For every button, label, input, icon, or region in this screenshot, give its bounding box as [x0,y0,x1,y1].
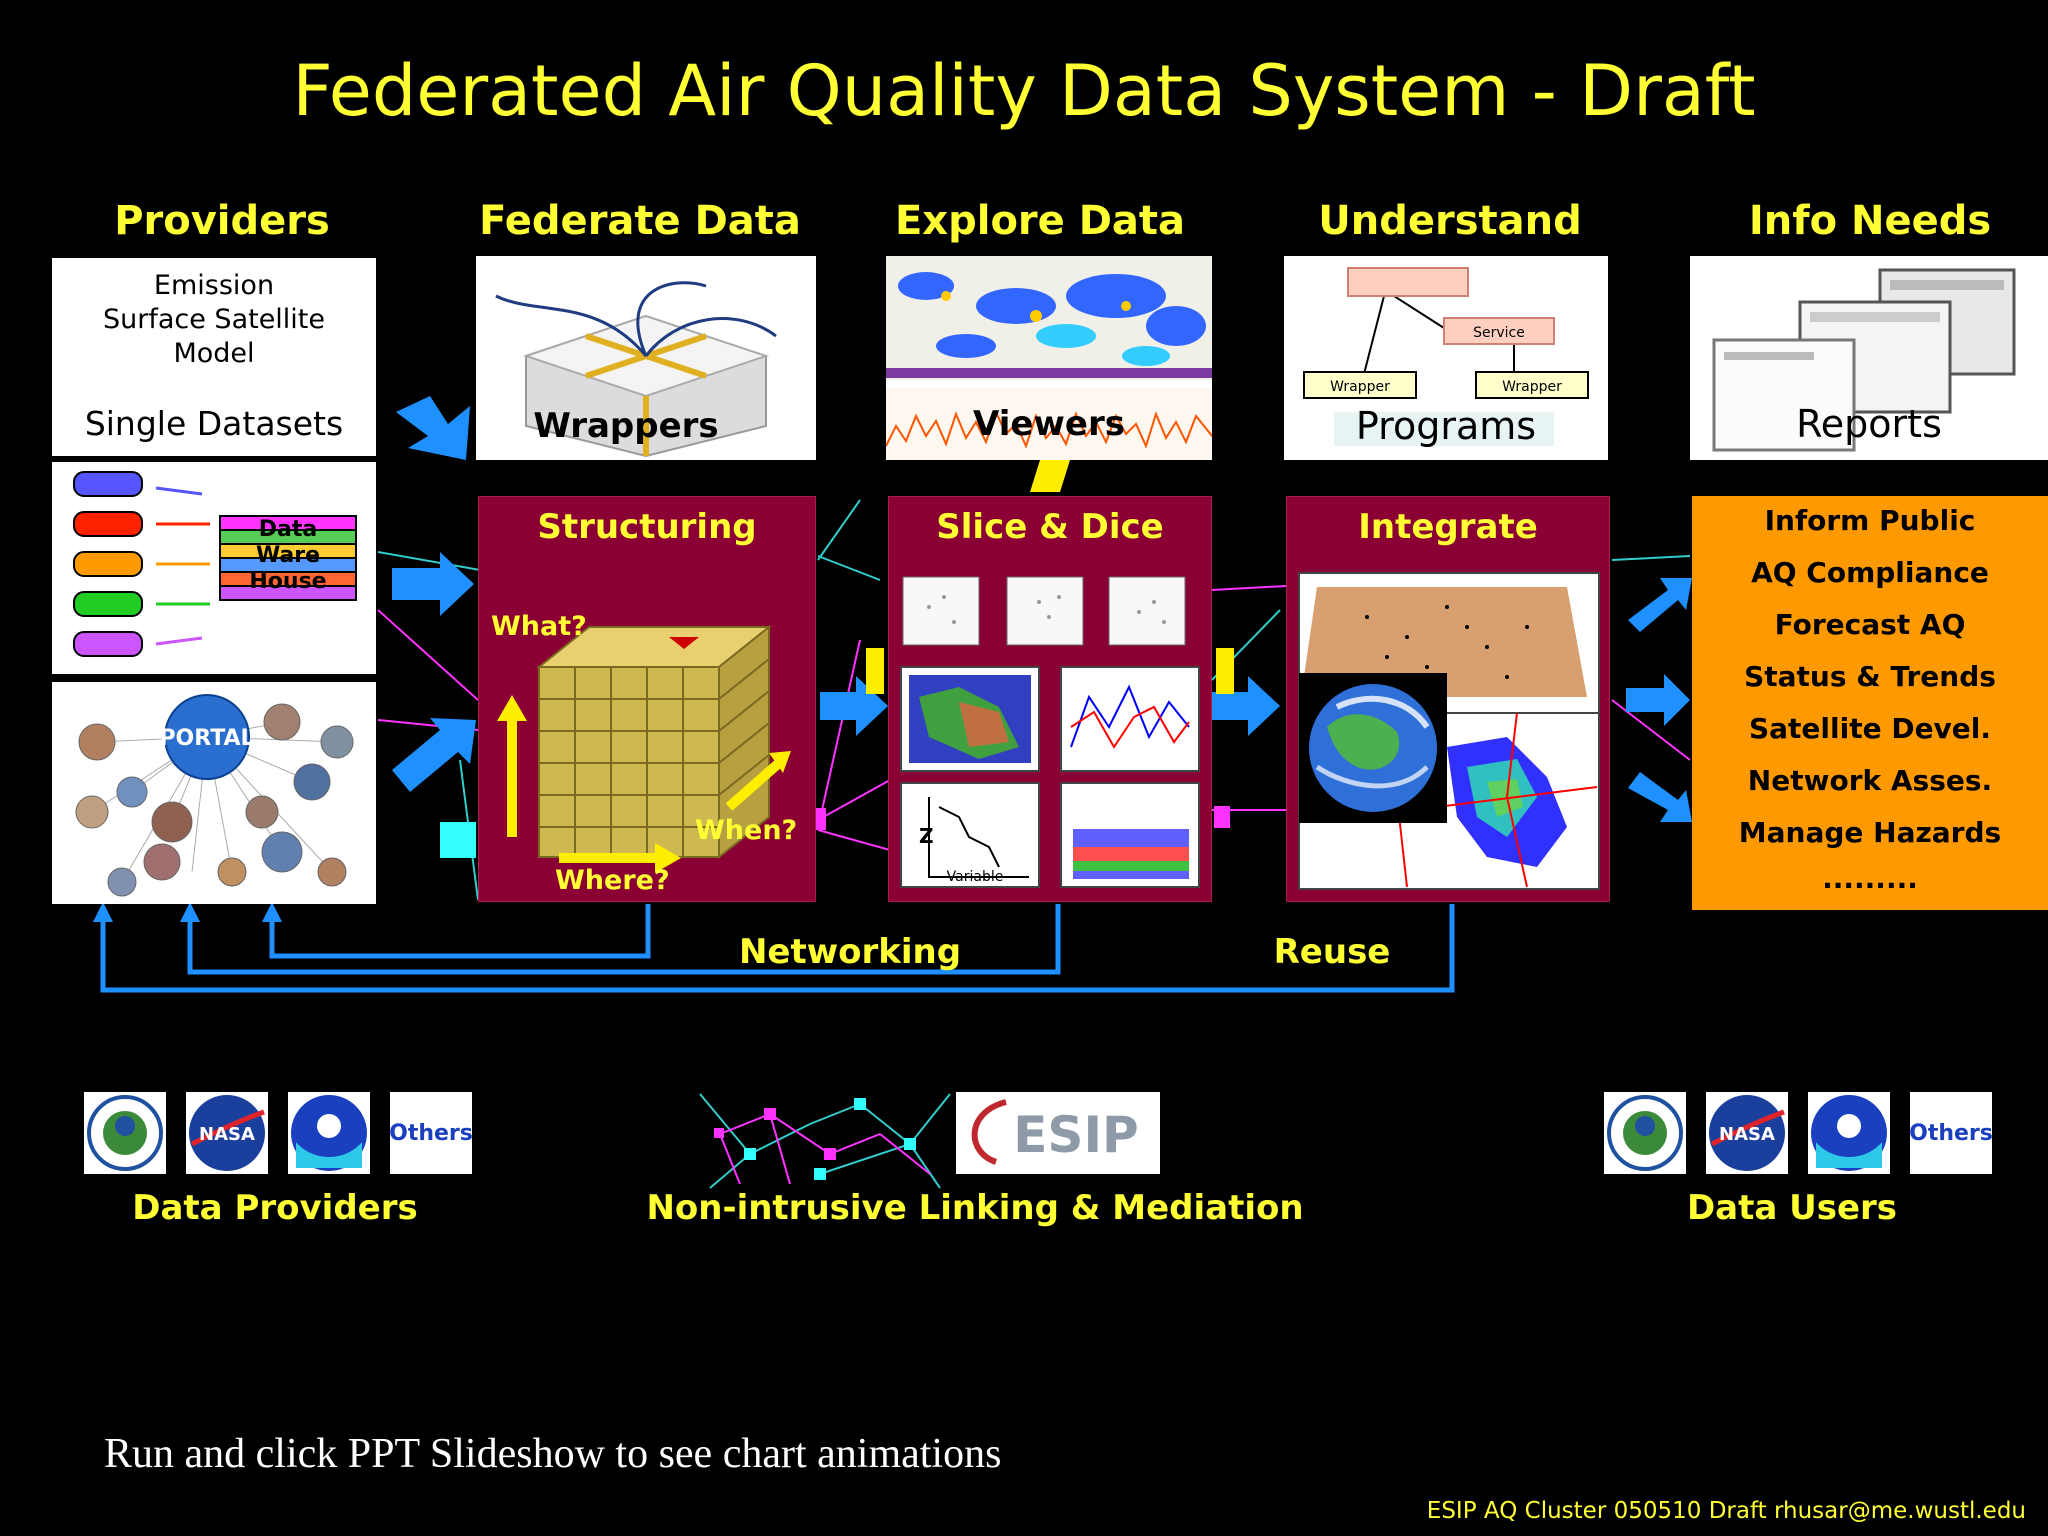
info-needs-panel: Inform Public AQ Compliance Forecast AQ … [1692,496,2048,910]
wrappers-label: Wrappers [533,406,719,446]
column-heading-federate-data: Federate Data [479,198,801,244]
column-heading-info-needs: Info Needs [1748,198,1992,244]
data-providers-caption: Data Providers [132,1188,418,1228]
structuring-title: Structuring [537,507,757,547]
epa-logo-providers [84,1092,166,1174]
need-item-aq-compliance: AQ Compliance [1751,556,1989,589]
need-item-network-asses: Network Asses. [1747,764,1993,797]
footer-credit: ESIP AQ Cluster 050510 Draft rhusar@me.w… [1426,1498,2026,1524]
reuse-label: Reuse [1273,932,1391,972]
others-logo-providers: Others [389,1092,473,1174]
integrate-panel: Integrate [1286,496,1610,902]
others-logo-users: Others [1909,1092,1993,1174]
epa-logo-users [1604,1092,1686,1174]
variable-axis-label: Variable [947,869,1004,885]
reports-label: Reports [1796,402,1942,446]
provider-type-model: Model [173,338,255,369]
reports-image: Reports [1690,256,2048,460]
slice-dice-title: Slice & Dice [936,507,1164,547]
nasa-logo-users: NASA [1706,1092,1788,1174]
integrate-title: Integrate [1358,507,1538,547]
need-item-forecast-aq: Forecast AQ [1774,608,1966,641]
esip-logo: ESIP [956,1092,1160,1174]
wrappers-image: Wrappers [476,256,816,460]
noaa-logo-providers [288,1092,370,1174]
viewers-label: Viewers [973,404,1125,444]
z-axis-label: Z [919,824,934,848]
need-item-manage-hazards: Manage Hazards [1738,816,2002,849]
need-item-status-trends: Status & Trends [1744,660,1996,693]
when-axis-label: When? [695,815,798,846]
what-axis-label: What? [491,611,587,642]
portal-graphic: PORTAL [75,694,354,897]
noaa-logo-users [1808,1092,1890,1174]
nasa-logo-text: NASA [199,1124,255,1145]
single-datasets-box: Emission Surface Satellite Model Single … [52,258,376,456]
viewers-arrow [1030,460,1070,492]
data-users-caption: Data Users [1686,1188,1898,1228]
column-heading-providers: Providers [114,198,330,244]
single-datasets-label: Single Datasets [84,404,344,443]
slice-dice-thumbnails: Z Variable [900,576,1200,888]
data-cube-graphic [497,624,791,873]
linking-network-graphic [699,1093,951,1189]
slide-title: Federated Air Quality Data System - Draf… [292,50,1756,132]
slice-dice-panel: Slice & Dice Z Variable [888,496,1212,902]
networking-label: Networking [738,932,962,972]
column-heading-understand: Understand [1318,198,1582,244]
wrapper-small-label-1: Wrapper [1330,379,1390,395]
provider-type-surface-satellite: Surface Satellite [102,304,326,335]
feedback-loops [100,904,1455,993]
provider-type-emission: Emission [153,270,275,301]
linking-mediation-caption: Non-intrusive Linking & Mediation [646,1188,1304,1228]
nasa-logo-text-users: NASA [1719,1124,1775,1145]
cyan-node-square [440,822,476,858]
esip-logo-text: ESIP [1013,1106,1139,1164]
service-label: Service [1473,325,1525,341]
where-axis-label: Where? [555,865,670,896]
integrate-graphics [1298,572,1600,890]
provider-arrows [392,396,1692,822]
wrapper-small-label-2: Wrapper [1502,379,1562,395]
need-item-inform-public: Inform Public [1764,504,1976,537]
slideshow-note: Run and click PPT Slideshow to see chart… [104,1431,1002,1477]
structuring-panel: Structuring What? When? Where? [478,496,816,902]
need-item-satellite-devel: Satellite Devel. [1748,712,1992,745]
programs-label: Programs [1355,404,1537,448]
column-heading-explore-data: Explore Data [894,198,1186,244]
portal-box: PORTAL [52,682,376,904]
programs-image: Service Wrapper Wrapper Programs [1284,256,1608,460]
nasa-logo-providers: NASA [186,1092,268,1174]
viewers-image: Viewers [886,256,1212,460]
need-item-more: ......... [1822,862,1918,895]
portal-label: PORTAL [159,726,254,751]
